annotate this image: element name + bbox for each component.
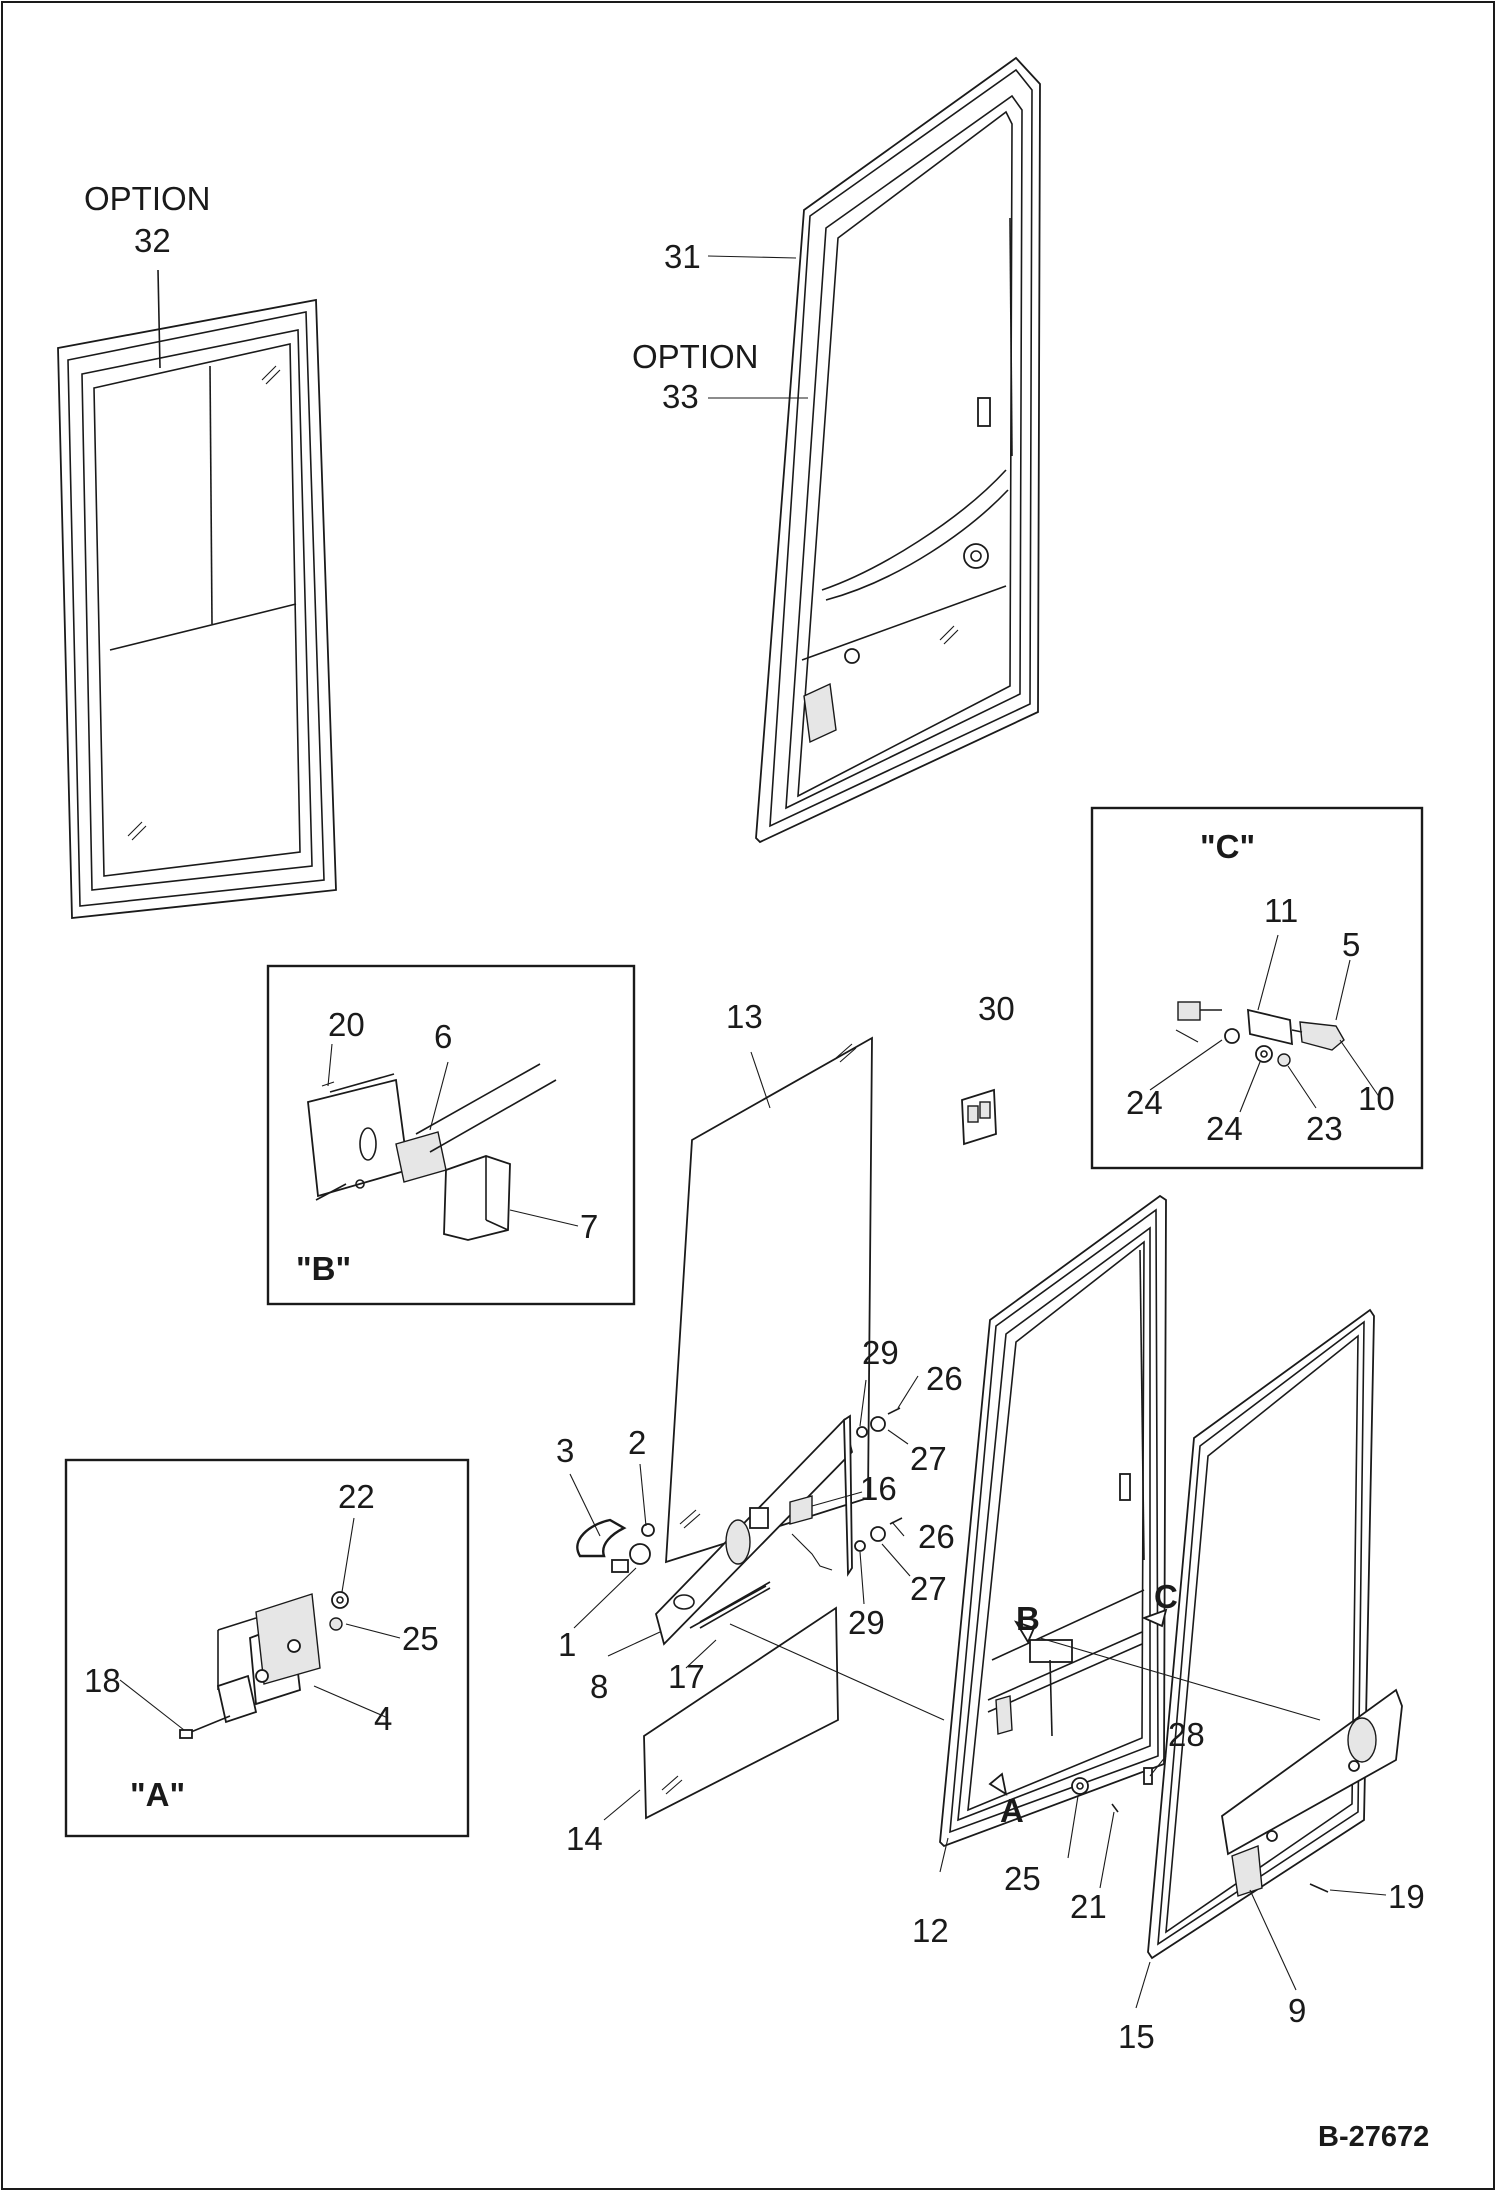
callout-24b: 24 [1206,1110,1243,1147]
callout-26a: 26 [926,1360,963,1397]
latch-30 [961,1088,997,1146]
inner-panel-8 [654,1414,853,1646]
detail-c-title: "C" [1200,828,1255,865]
callout-10: 10 [1358,1080,1395,1117]
callout-17: 17 [668,1658,705,1695]
window-frame-15 [1147,1308,1375,1960]
callout-26b: 26 [918,1518,955,1555]
callout-7: 7 [580,1208,598,1245]
option-label-door: OPTION [632,338,759,375]
callout-32: 32 [134,222,171,259]
callout-13: 13 [726,998,763,1035]
callout-3: 3 [556,1432,574,1469]
callout-6: 6 [434,1018,452,1055]
leader-lines [119,255,1387,2009]
detail-b-title: "B" [296,1250,351,1287]
callout-23: 23 [1306,1110,1343,1147]
lower-glass-14 [643,1581,839,1820]
callout-2: 2 [628,1424,646,1461]
arrow-label-b: B [1016,1600,1040,1637]
arrow-label-a: A [1000,1792,1024,1829]
view-arrows [988,1608,1168,1796]
option-window-32 [57,269,337,919]
drawing-number: B-27672 [1318,2121,1429,2153]
callout-24a: 24 [1126,1084,1163,1121]
callout-25a: 25 [402,1620,439,1657]
callout-11: 11 [1264,892,1298,929]
door-assembly-31 [755,56,1041,844]
callout-16: 16 [860,1470,897,1507]
callout-30: 30 [978,990,1015,1027]
callout-29b: 29 [848,1604,885,1641]
callout-5: 5 [1342,926,1360,963]
detail-b [266,964,636,1306]
callout-12: 12 [912,1912,949,1949]
callout-22: 22 [338,1478,375,1515]
callout-33: 33 [662,378,699,415]
small-parts-a [1071,1767,1153,1813]
callout-29a: 29 [862,1334,899,1371]
callout-14: 14 [566,1820,603,1857]
upper-glass-13 [665,1036,873,1564]
callout-19: 19 [1388,1878,1425,1915]
callout-20: 20 [328,1006,365,1043]
detail-c [1090,806,1424,1170]
callout-28: 28 [1168,1716,1205,1753]
callout-1: 1 [558,1626,576,1663]
option-label-window: OPTION [84,180,211,217]
callout-27a: 27 [910,1440,947,1477]
handle-bar-9 [1221,1688,1403,1897]
fastener-group [791,1407,903,1571]
callout-18: 18 [84,1662,121,1699]
callout-9: 9 [1288,1992,1306,2029]
detail-a-title: "A" [130,1776,185,1813]
callout-25b: 25 [1004,1860,1041,1897]
callout-labels: OPTION 32 31 OPTION 33 "C" 11 5 24 24 23… [84,180,1429,2153]
handle-3 [576,1518,655,1573]
callout-21: 21 [1070,1888,1107,1925]
callout-27b: 27 [910,1570,947,1607]
callout-15: 15 [1118,2018,1155,2055]
callout-4: 4 [374,1700,392,1737]
arrow-label-c: C [1154,1578,1178,1615]
callout-8: 8 [590,1668,608,1705]
door-frame-12 [939,1194,1167,1848]
detail-a [64,1458,470,1838]
callout-31: 31 [664,238,701,275]
